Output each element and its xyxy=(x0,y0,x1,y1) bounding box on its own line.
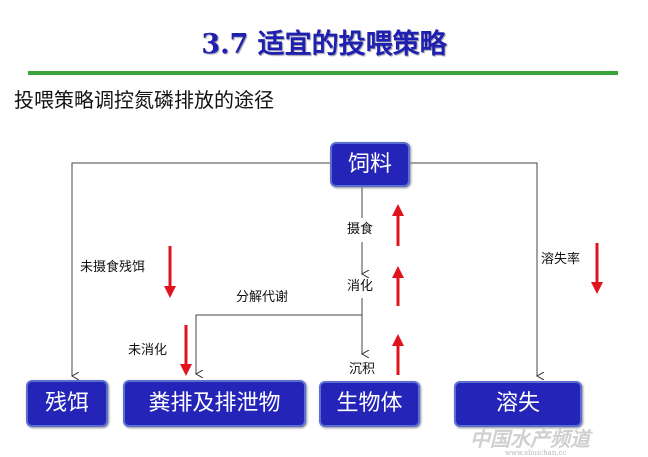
label-undigested: 未消化 xyxy=(128,343,168,358)
label-digestion: 消化 xyxy=(347,279,374,294)
slide-title: 3.7 适宜的投喂策略 xyxy=(201,29,447,60)
watermark-url: www.shuichan.cc xyxy=(505,449,567,457)
label-deposition: 沉积 xyxy=(349,362,376,377)
label-uneaten: 未摄食残饵 xyxy=(80,260,146,275)
node-biomass: 生物体 xyxy=(319,381,420,427)
line-metabolism xyxy=(196,314,362,374)
node-residual: 残饵 xyxy=(26,380,108,427)
watermark-logo: 中国水产频道 xyxy=(470,427,590,451)
label-dissolution-rate: 溶失率 xyxy=(541,252,581,267)
title-divider xyxy=(28,71,618,75)
line-feed-to-dissolved xyxy=(410,162,537,376)
node-excreta: 粪排及排泄物 xyxy=(123,380,306,427)
line-feed-to-residual xyxy=(72,162,330,376)
node-feed: 饲料 xyxy=(330,142,410,187)
node-dissolved: 溶失 xyxy=(454,381,582,427)
label-metabolism: 分解代谢 xyxy=(236,290,289,305)
subtitle: 投喂策略调控氮磷排放的途径 xyxy=(14,88,274,112)
label-ingestion: 摄食 xyxy=(347,222,374,237)
